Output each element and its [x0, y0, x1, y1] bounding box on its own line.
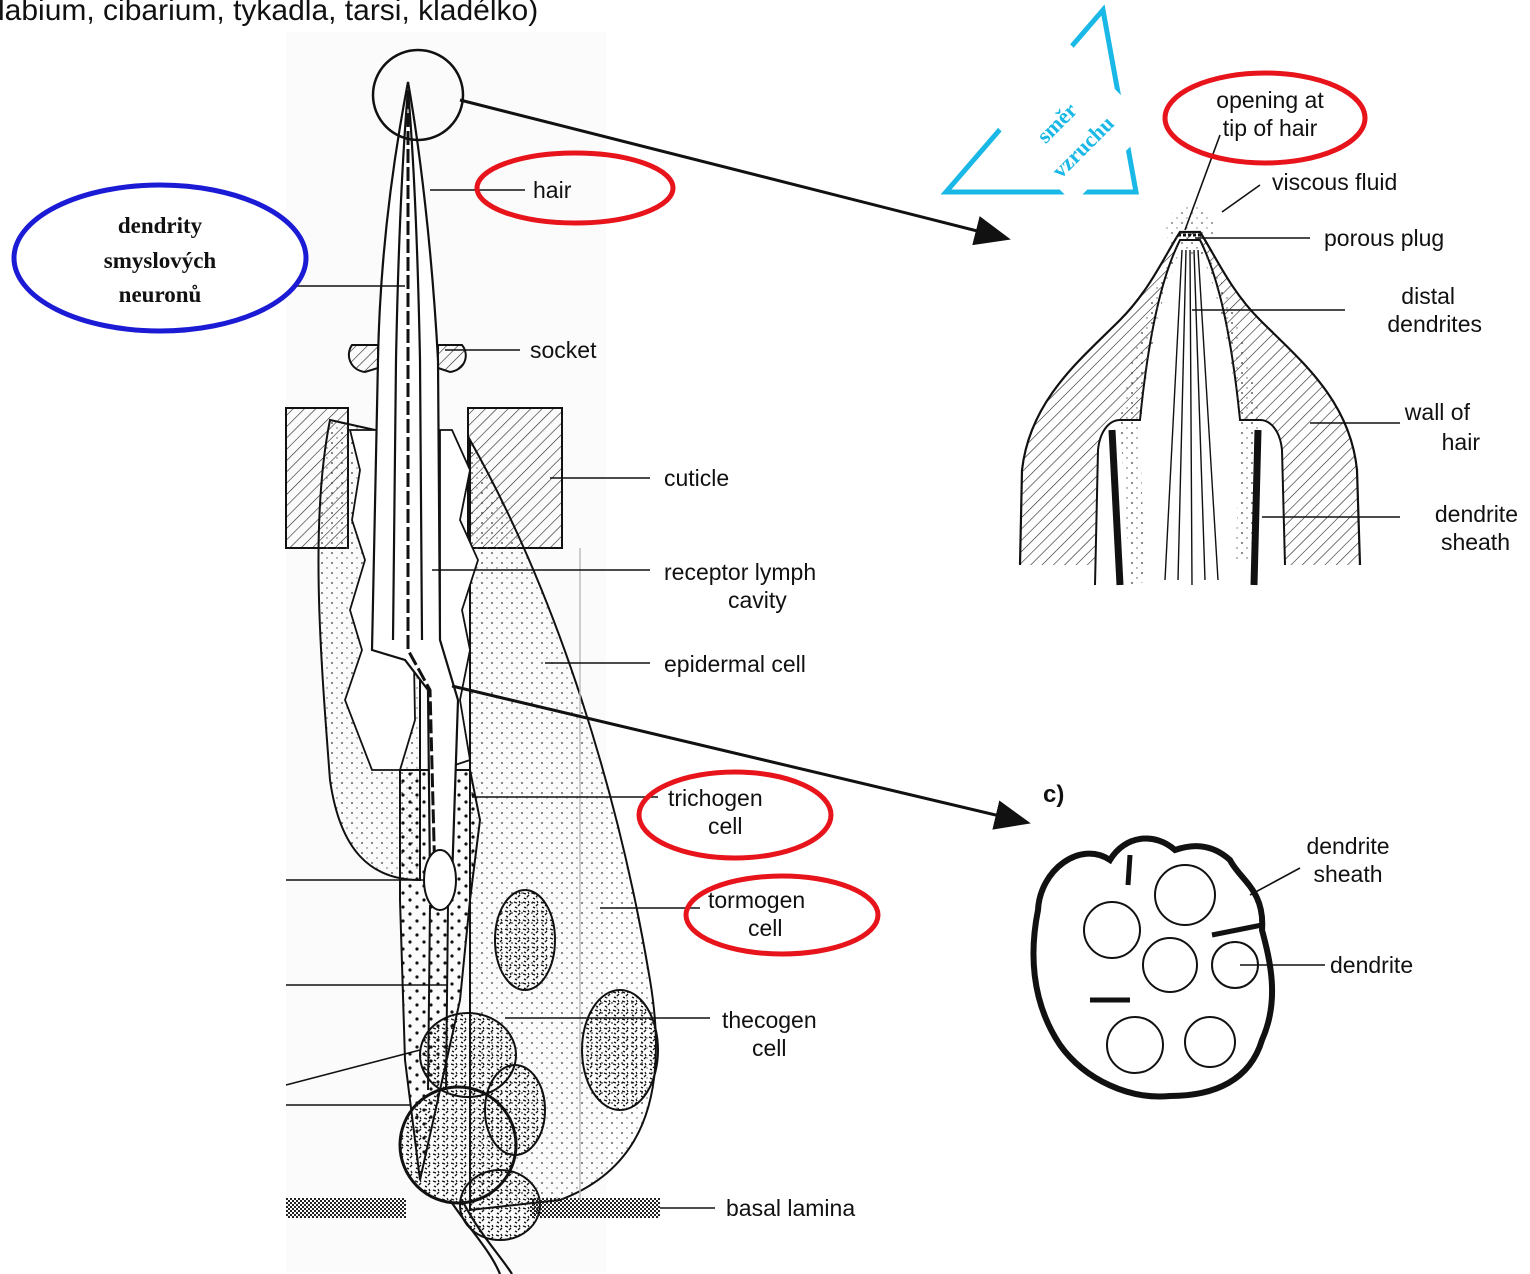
label-epidermal: epidermal cell	[664, 651, 806, 677]
label-sheath-1: dendrite	[1435, 501, 1518, 527]
label-receptor-lymph-1: receptor lymph	[664, 559, 816, 585]
label-sheath-2: sheath	[1441, 529, 1510, 555]
stimulus-direction-note: směr vzruchu	[946, 10, 1151, 203]
nucleus-1	[495, 890, 555, 990]
label-distal-2: dendrites	[1387, 311, 1482, 337]
section-sheath	[1033, 839, 1272, 1097]
inset-cross-section: c)	[1033, 781, 1272, 1097]
label-receptor-lymph-2: cavity	[728, 587, 787, 613]
inset-hair-tip	[1020, 206, 1360, 585]
leader-viscous	[1222, 185, 1260, 212]
label-opening-2: tip of hair	[1223, 115, 1318, 141]
label-hair: hair	[533, 177, 572, 203]
label-trichogen-1: trichogen	[668, 785, 763, 811]
label-basal: basal lamina	[726, 1195, 855, 1221]
basal-lamina-left	[286, 1198, 406, 1218]
note-line-2: smyslových	[104, 248, 217, 273]
label-thecogen-2: cell	[752, 1035, 787, 1061]
tip-sheath-right	[1254, 430, 1258, 585]
label-tormogen-2: cell	[748, 915, 783, 941]
note-line-1: dendrity	[118, 213, 203, 238]
ciliary-region	[424, 850, 456, 910]
tip-viscous-fluid	[1166, 206, 1214, 254]
label-cuticle: cuticle	[664, 465, 729, 491]
leader-section-sheath	[1250, 868, 1300, 895]
panel-label-c: c)	[1043, 781, 1064, 808]
label-tormogen-1: tormogen	[708, 887, 805, 913]
label-section-dendrite: dendrite	[1330, 952, 1413, 978]
basal-lamina-right	[530, 1198, 660, 1218]
label-wall-2: hair	[1442, 429, 1481, 455]
czech-dendrite-note: dendrity smyslových neuronů	[14, 185, 306, 331]
label-opening-1: opening at	[1216, 87, 1324, 113]
label-section-sheath-1: dendrite	[1306, 833, 1389, 859]
label-trichogen-2: cell	[708, 813, 743, 839]
label-socket: socket	[530, 337, 597, 363]
nucleus-2	[582, 990, 658, 1110]
main-sensillum	[286, 32, 660, 1274]
inset-section-labels: dendrite sheath dendrite	[1306, 833, 1413, 978]
label-wall-1: wall of	[1404, 399, 1471, 425]
caption-text: labium, cibarium, tykadla, tarsi, kladél…	[0, 0, 538, 27]
note-line-3: neuronů	[119, 282, 202, 307]
label-plug: porous plug	[1324, 225, 1444, 251]
label-section-sheath-2: sheath	[1313, 861, 1382, 887]
label-thecogen-1: thecogen	[722, 1007, 817, 1033]
label-viscous: viscous fluid	[1272, 169, 1397, 195]
label-distal-1: distal	[1401, 283, 1455, 309]
